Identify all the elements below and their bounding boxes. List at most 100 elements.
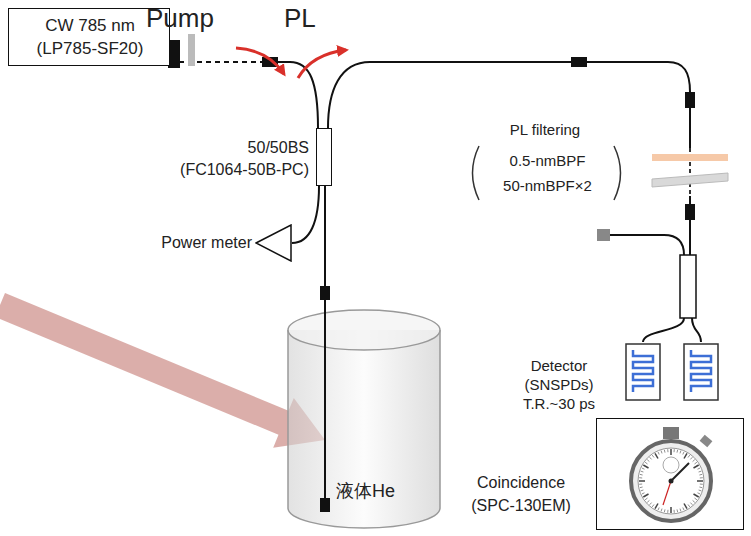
dial-tick bbox=[699, 487, 702, 489]
dial-tick bbox=[645, 462, 647, 464]
dial-tick bbox=[699, 471, 702, 473]
snspd-meander bbox=[691, 350, 711, 392]
dial-tick bbox=[695, 498, 697, 500]
optical-fiber bbox=[170, 62, 318, 128]
pointer-arrow bbox=[0, 293, 325, 448]
dial-tick bbox=[642, 468, 645, 469]
pl-filter-shape bbox=[648, 148, 732, 196]
stopwatch-dial bbox=[638, 448, 704, 514]
fiber-line bbox=[262, 62, 318, 128]
dial-tick bbox=[639, 480, 645, 482]
dial-tick bbox=[699, 490, 702, 492]
node-label: 50/50BS (FC1064-50B-PC) bbox=[151, 137, 309, 181]
dial-tick bbox=[664, 450, 666, 453]
dial-tick bbox=[650, 457, 652, 459]
dial-tick bbox=[664, 509, 666, 512]
node-label: PL filtering bbox=[470, 120, 620, 140]
optical-fiber bbox=[292, 186, 319, 243]
stopwatch-hand bbox=[663, 481, 671, 505]
cryostat: 液体He bbox=[286, 308, 442, 530]
snspd-chip bbox=[626, 344, 660, 400]
fiber-line bbox=[324, 308, 326, 498]
dial-tick bbox=[674, 449, 675, 452]
fiber-connector bbox=[571, 57, 587, 67]
snspd-meander bbox=[633, 350, 653, 392]
optical-fiber bbox=[328, 62, 690, 148]
fiber-line bbox=[610, 235, 684, 255]
dial-tick bbox=[670, 449, 672, 455]
node-label: T.R.~30 ps bbox=[500, 394, 618, 413]
dial-tick bbox=[684, 453, 687, 458]
node-label: CW 785 nm (LP785-SF20) bbox=[25, 14, 155, 60]
dial-tick bbox=[655, 504, 658, 509]
stopwatch-hand bbox=[671, 463, 689, 481]
dial-tick bbox=[677, 450, 679, 453]
bandpass-filter bbox=[652, 154, 728, 161]
power-meter-shape bbox=[255, 224, 292, 262]
dial-tick bbox=[641, 490, 644, 492]
dial-tick bbox=[700, 484, 703, 485]
dial-tick bbox=[667, 510, 668, 513]
optical-fiber bbox=[643, 196, 701, 342]
fiber-connector bbox=[685, 204, 695, 220]
dial-tick bbox=[677, 509, 679, 512]
pl-arrow bbox=[298, 50, 346, 78]
dial-tick bbox=[652, 455, 654, 457]
sub-dial bbox=[663, 457, 679, 473]
laser-filter bbox=[188, 34, 195, 66]
fiber-terminator bbox=[597, 229, 610, 241]
dial-tick bbox=[652, 505, 654, 507]
dial-tick bbox=[647, 500, 649, 502]
node-label: Coincidence (SPC-130EM) bbox=[451, 471, 591, 517]
dial-tick bbox=[670, 507, 672, 513]
dial-tick bbox=[661, 509, 663, 512]
dial-tick bbox=[684, 504, 687, 509]
node-label: Detector (SNSPDs) bbox=[500, 356, 618, 394]
dial-tick bbox=[674, 510, 675, 513]
stopwatch-case bbox=[631, 441, 711, 521]
power-meter: Power meter bbox=[255, 224, 292, 262]
dial-tick bbox=[658, 452, 659, 455]
dial-tick bbox=[700, 477, 703, 478]
dial-tick bbox=[650, 503, 652, 505]
dial-tick bbox=[694, 494, 699, 497]
beam-splitter-box: 50/50BS (FC1064-50B-PC) bbox=[316, 128, 332, 186]
coincidence-counter: Coincidence (SPC-130EM) bbox=[596, 418, 744, 530]
dial-tick bbox=[683, 508, 684, 511]
stopwatch-crown bbox=[663, 427, 679, 439]
dial-tick bbox=[661, 451, 663, 454]
fiber-connector bbox=[685, 92, 695, 108]
fiber-line bbox=[692, 318, 701, 342]
dial-tick bbox=[693, 460, 695, 462]
fiber-connector bbox=[320, 286, 330, 300]
dial-tick bbox=[639, 477, 642, 478]
dial-tick bbox=[645, 498, 647, 500]
fiber-line bbox=[292, 186, 319, 243]
dial-tick bbox=[699, 474, 702, 476]
dial-tick bbox=[640, 474, 643, 476]
snspd-detectors-shape bbox=[622, 342, 722, 402]
dial-tick bbox=[688, 505, 690, 507]
dial-tick bbox=[688, 455, 690, 457]
node-label: 液体He bbox=[336, 479, 426, 503]
beam-label: Pump bbox=[146, 2, 214, 34]
free-space-beam bbox=[170, 61, 262, 63]
dial-tick bbox=[667, 449, 668, 452]
laser-box: CW 785 nm (LP785-SF20) bbox=[8, 8, 170, 66]
dial-tick bbox=[690, 503, 692, 505]
coincidence-counter-shape bbox=[597, 419, 745, 531]
fiber-connector bbox=[320, 498, 330, 512]
bandpass-filter bbox=[652, 173, 728, 187]
node-label: 0.5-nmBPF 50-nmBPF×2 bbox=[485, 148, 610, 198]
dial-tick bbox=[647, 460, 649, 462]
fiber-line bbox=[643, 318, 684, 342]
dial-tick bbox=[639, 484, 642, 485]
node-label: Power meter bbox=[130, 233, 252, 253]
dial-tick bbox=[655, 453, 658, 458]
dial-tick bbox=[658, 508, 659, 511]
pl-filter: PL filtering0.5-nmBPF 50-nmBPF×2 bbox=[648, 148, 732, 196]
dial-tick bbox=[697, 480, 703, 482]
snspd-detectors: Detector (SNSPDs)T.R.~30 ps bbox=[622, 342, 722, 402]
dial-tick bbox=[683, 452, 684, 455]
